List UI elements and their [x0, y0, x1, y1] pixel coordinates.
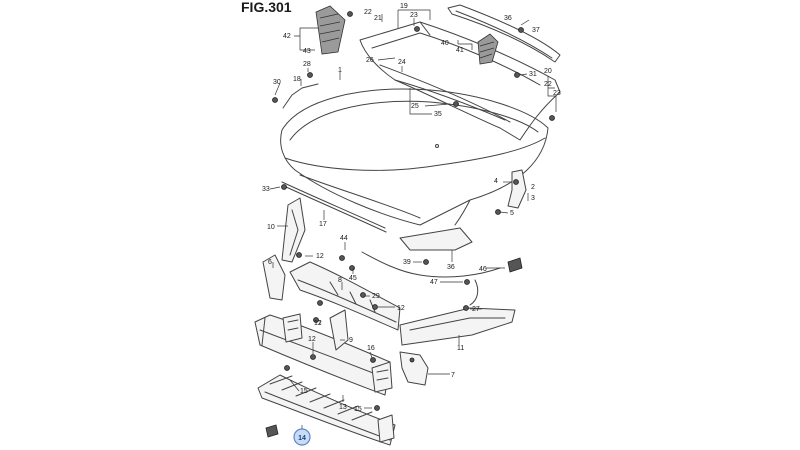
label-14: 14: [298, 435, 306, 442]
cowl-top-panel[interactable]: [359, 21, 561, 141]
label-12-b: 12: [397, 305, 405, 312]
label-26: 26: [366, 57, 374, 64]
label-15-b: 15: [354, 406, 362, 413]
fastener-set: [272, 11, 555, 411]
label-27: 27: [472, 306, 480, 313]
label-28: 28: [303, 61, 311, 68]
label-36-bottom: 36: [447, 264, 455, 271]
bumper-bracket-right[interactable]: [371, 361, 393, 393]
label-8: 8: [338, 277, 342, 284]
label-1: 1: [338, 67, 342, 74]
leader-lines: [269, 9, 557, 432]
label-6: 6: [268, 259, 272, 266]
radiator-support-upper[interactable]: [289, 261, 401, 331]
hood-stay-rod[interactable]: [282, 83, 319, 109]
label-40: 40: [441, 40, 449, 47]
label-3: 3: [531, 195, 535, 202]
label-29: 29: [372, 293, 380, 300]
label-44: 44: [340, 235, 348, 242]
label-10: 10: [267, 224, 275, 231]
hood-panel[interactable]: [280, 88, 549, 226]
label-19: 19: [400, 3, 408, 10]
label-23-top: 23: [410, 12, 418, 19]
label-21: 21: [374, 15, 382, 22]
label-37: 37: [532, 27, 540, 34]
label-43: 43: [303, 48, 311, 55]
part-labels: 42 43 22 21 19 23 36 37 40 41 26 24 28 3…: [262, 3, 561, 413]
hood-insulator[interactable]: [399, 227, 473, 251]
hood-latch[interactable]: [399, 351, 429, 386]
label-17: 17: [319, 221, 327, 228]
label-12-a: 12: [316, 253, 324, 260]
cowl-grille-right[interactable]: [477, 33, 499, 65]
label-35: 35: [434, 111, 442, 118]
label-23-right: 23: [553, 90, 561, 97]
label-33: 33: [262, 186, 270, 193]
label-45: 45: [349, 275, 357, 282]
label-31: 31: [529, 71, 537, 78]
label-7: 7: [451, 372, 455, 379]
label-4: 4: [494, 178, 498, 185]
label-36-top: 36: [504, 15, 512, 22]
label-22-top: 22: [364, 9, 372, 16]
label-41: 41: [456, 47, 464, 54]
label-25: 25: [411, 103, 419, 110]
hood-hinge[interactable]: [507, 169, 527, 209]
label-18: 18: [293, 76, 301, 83]
cowl-seal-strip[interactable]: [447, 4, 561, 63]
label-13: 13: [339, 404, 347, 411]
label-24: 24: [398, 59, 406, 66]
label-47: 47: [430, 279, 438, 286]
label-20: 20: [544, 68, 552, 75]
label-5: 5: [510, 210, 514, 217]
lower-bracket-right[interactable]: [377, 414, 395, 443]
lower-clip[interactable]: [265, 424, 279, 438]
side-bracket[interactable]: [281, 197, 306, 263]
hood-weatherstrip[interactable]: [281, 181, 387, 233]
label-11: 11: [457, 345, 464, 352]
label-30: 30: [273, 79, 281, 86]
label-46: 46: [479, 266, 487, 273]
label-12-d: 12: [308, 336, 316, 343]
label-39: 39: [403, 259, 411, 266]
label-22-right: 22: [544, 81, 552, 88]
label-42: 42: [283, 33, 291, 40]
figure-title: FIG.301: [241, 0, 292, 15]
side-stay[interactable]: [262, 254, 286, 301]
label-2: 2: [531, 184, 535, 191]
label-15-a: 15: [300, 388, 308, 395]
cowl-grille-left[interactable]: [315, 5, 346, 55]
label-9: 9: [349, 337, 353, 344]
label-12-c: 12: [314, 320, 322, 327]
label-16: 16: [367, 345, 375, 352]
release-cable[interactable]: [361, 251, 523, 306]
radiator-side-member[interactable]: [399, 307, 516, 346]
bumper-bracket-left[interactable]: [282, 313, 303, 343]
callout-part-14[interactable]: 14: [293, 428, 311, 446]
